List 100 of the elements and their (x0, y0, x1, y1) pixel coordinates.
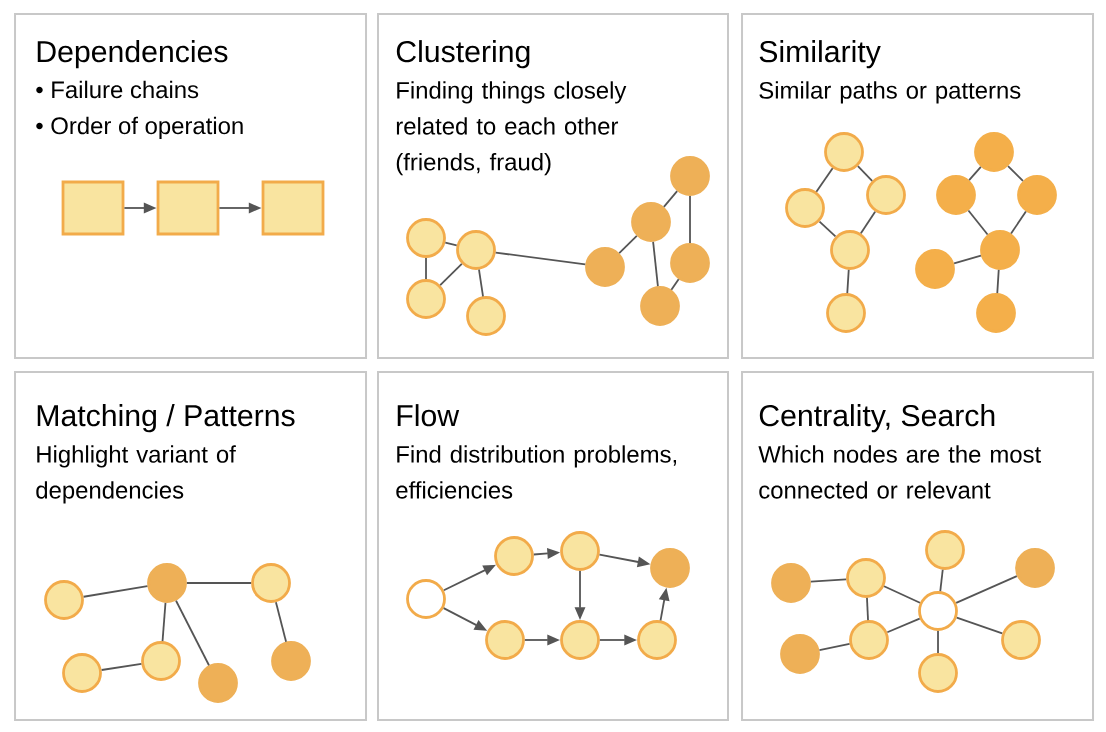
bullet-item: • Failure chains (36, 80, 199, 99)
connector-line (996, 268, 1000, 295)
graph-node (824, 132, 864, 172)
connector-line (953, 254, 982, 265)
panel-title: Matching / Patterns (37, 404, 295, 433)
panel-title: Clustering (396, 40, 530, 69)
panel-title: Flow (397, 404, 460, 427)
panel-text: Similar paths or patterns (759, 81, 1021, 104)
connector-line (883, 585, 921, 604)
graph-node (198, 663, 238, 703)
connector-line (100, 663, 143, 671)
graph-node (846, 558, 886, 598)
connector-line (818, 220, 837, 238)
connector-line (425, 257, 427, 280)
graph-node (251, 563, 291, 603)
graph-node (780, 634, 820, 674)
graph-node (560, 531, 600, 571)
graph-node (44, 580, 84, 620)
connector-line (809, 578, 848, 583)
graph-node (670, 243, 710, 283)
graph-node (826, 293, 866, 333)
square-node (61, 180, 125, 236)
graph-node (866, 175, 906, 215)
connector-line (955, 616, 1004, 635)
panel-text: Finding things closely related to each other (friends, fraud) (396, 81, 627, 176)
graph-node (936, 175, 976, 215)
connector-line (1007, 165, 1024, 182)
connector-line (939, 568, 944, 593)
graph-node (485, 620, 525, 660)
connector-line (886, 617, 921, 634)
graph-node (830, 230, 870, 270)
graph-node (925, 530, 965, 570)
graph-node (771, 563, 811, 603)
graph-node (466, 296, 506, 336)
connector-line (186, 582, 252, 584)
connector-line (955, 575, 1018, 604)
connector-line (846, 268, 850, 295)
graph-node (980, 230, 1020, 270)
panel (377, 13, 729, 359)
connector-line (161, 601, 167, 643)
connector-line (689, 195, 691, 244)
panel (14, 13, 368, 359)
connector-line (1010, 210, 1027, 235)
connector-line (968, 166, 982, 181)
square-node (156, 180, 220, 236)
bullet-item: • Order of operation (36, 116, 243, 139)
graph-node (640, 286, 680, 326)
connector-line (82, 585, 149, 598)
graph-node (915, 249, 955, 289)
graph-node (849, 620, 889, 660)
graph-node (1017, 175, 1057, 215)
connector-line (618, 235, 638, 254)
graph-node (637, 620, 677, 660)
connector-line (818, 643, 851, 651)
graph-node (494, 536, 534, 576)
connector-line (937, 630, 939, 654)
connector-line (439, 263, 463, 286)
graph-node (650, 548, 690, 588)
graph-node (918, 653, 958, 693)
graph-node (631, 202, 671, 242)
panel (741, 371, 1094, 721)
graph-node (976, 293, 1016, 333)
connector-line (663, 190, 679, 208)
graph-node (1015, 548, 1055, 588)
connector-line (815, 167, 834, 193)
graph-node (147, 563, 187, 603)
connector-line (275, 601, 287, 643)
graph-node (62, 653, 102, 693)
graph-node (1001, 620, 1041, 660)
square-node (261, 180, 325, 236)
connector-line (175, 599, 210, 667)
connector-line (652, 240, 659, 288)
panel-title: Centrality, Search (759, 404, 995, 433)
graph-node (785, 188, 825, 228)
graph-node (406, 218, 446, 258)
graph-node (560, 620, 600, 660)
connector-line (860, 210, 876, 235)
graph-node (918, 591, 958, 631)
panel (741, 13, 1094, 359)
connector-line (857, 165, 873, 182)
panel-title: Similarity (759, 40, 881, 69)
panel-text: Find distribution problems, efficiencies (396, 445, 676, 499)
graph-node (585, 247, 625, 287)
connector-line (967, 209, 989, 236)
graph-node (456, 230, 496, 270)
panel-text: Highlight variant of dependencies (36, 445, 236, 504)
panel-title: Dependencies (37, 40, 228, 69)
connector-line (670, 278, 680, 291)
graph-node (974, 132, 1014, 172)
connector-line (444, 241, 458, 247)
connector-line (494, 251, 587, 266)
graph-node (670, 156, 710, 196)
panel-text: Which nodes are the most connected or relevant (758, 445, 1041, 499)
connector-line (478, 268, 484, 298)
graph-node (406, 579, 446, 619)
connector-line (866, 596, 869, 621)
panel (14, 371, 368, 721)
graph-node (271, 641, 311, 681)
graph-node (141, 641, 181, 681)
graph-node (406, 279, 446, 319)
